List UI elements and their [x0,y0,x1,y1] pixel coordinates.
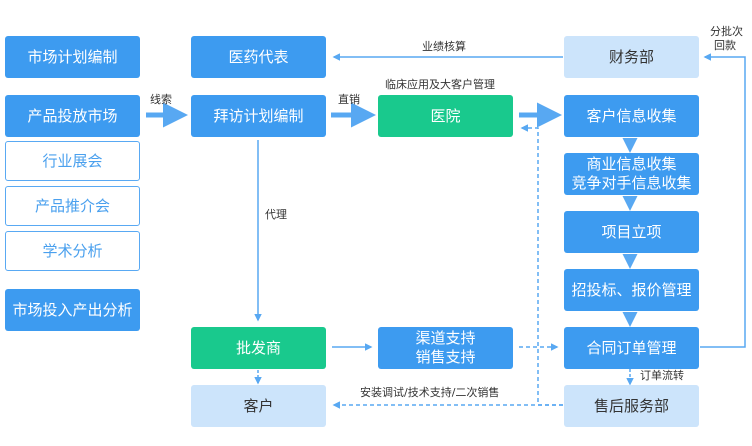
after-sales-text: 售后服务部 [593,396,669,415]
channel-support-line1: 渠道支持 [415,329,476,347]
hospital-box: 医院 [378,95,513,137]
client-info-text: 客户信息收集 [586,106,677,125]
finance-text: 财务部 [608,47,654,66]
customer-text: 客户 [243,396,274,415]
product-market-box: 产品投放市场 [5,95,140,137]
visit-plan-box: 拜访计划编制 [191,95,326,137]
market-plan-box: 市场计划编制 [5,36,140,78]
label-direct: 直销 [338,93,360,106]
bidding-text: 招投标、报价管理 [571,280,692,299]
after-sales-box: 售后服务部 [564,385,699,427]
io-analysis-box: 市场投入产出分析 [5,289,140,331]
biz-info-line1: 商业信息收集 [586,155,677,173]
med-rep-text: 医药代表 [228,47,289,66]
label-installment-1: 分批次 [710,25,743,38]
contract-box: 合同订单管理 [564,327,699,369]
arrow-installment [700,53,746,348]
visit-plan-text: 拜访计划编制 [213,106,304,125]
label-performance: 业绩核算 [422,40,466,53]
label-clue: 线索 [150,93,172,106]
academic-text: 学术分析 [42,241,103,260]
market-plan-text: 市场计划编制 [27,47,118,66]
product-promo-text: 产品推介会 [34,196,110,215]
label-service: 安装调试/技术支持/二次销售 [360,386,500,399]
project-box: 项目立项 [564,211,699,253]
product-market-text: 产品投放市场 [27,106,118,125]
label-clinical: 临床应用及大客户管理 [385,78,495,91]
wholesaler-box: 批发商 [191,327,326,369]
hospital-text: 医院 [430,106,461,125]
med-rep-box: 医药代表 [191,36,326,78]
contract-text: 合同订单管理 [586,338,677,357]
product-promo-box: 产品推介会 [5,186,140,226]
label-installment-2: 回款 [714,39,736,52]
biz-info-box: 商业信息收集 竞争对手信息收集 [564,153,699,195]
io-analysis-text: 市场投入产出分析 [12,300,133,319]
label-agent: 代理 [265,208,287,221]
finance-box: 财务部 [564,36,699,78]
label-order-flow: 订单流转 [640,369,684,382]
customer-box: 客户 [191,385,326,427]
wholesaler-text: 批发商 [235,338,281,357]
project-text: 项目立项 [601,222,662,241]
client-info-box: 客户信息收集 [564,95,699,137]
channel-support-box: 渠道支持 销售支持 [378,327,513,369]
channel-support-line2: 销售支持 [415,348,476,366]
bidding-box: 招投标、报价管理 [564,269,699,311]
arrow-feedback-hospital [520,124,563,406]
industry-expo-text: 行业展会 [42,151,103,170]
academic-box: 学术分析 [5,231,140,271]
biz-info-line2: 竞争对手信息收集 [571,174,692,192]
industry-expo-box: 行业展会 [5,141,140,181]
